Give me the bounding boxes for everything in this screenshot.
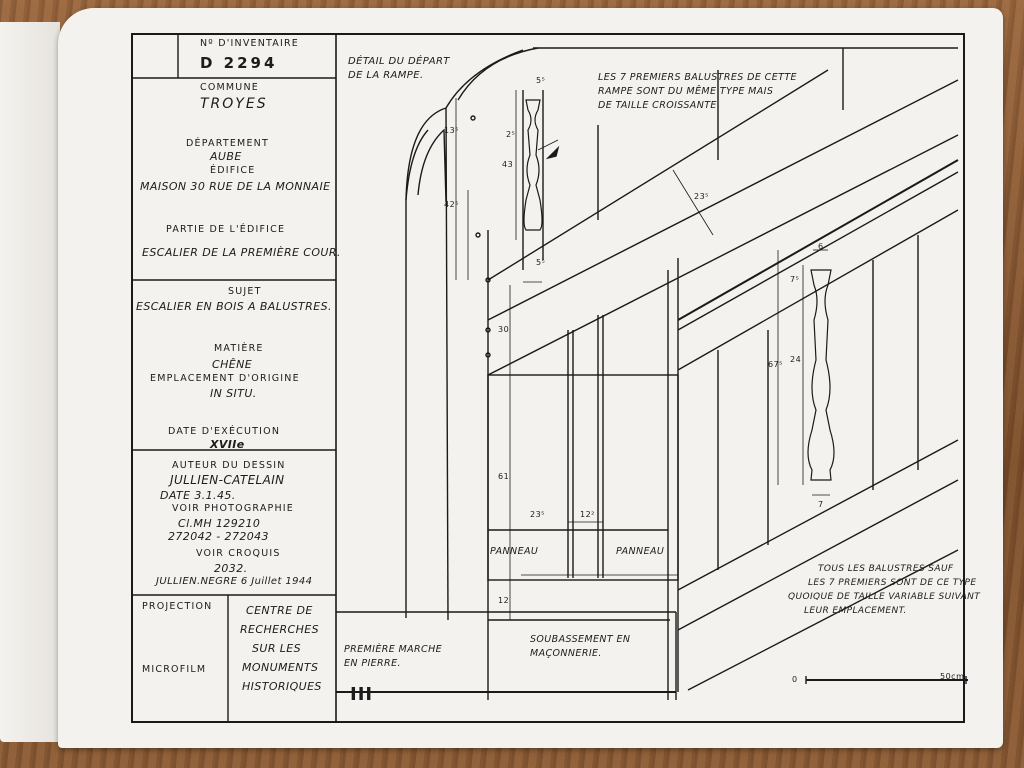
date-exec-label: DATE D'EXÉCUTION (168, 426, 281, 437)
commune-label: COMMUNE (200, 82, 259, 93)
edifice-value: MAISON 30 RUE DE LA MONNAIE (140, 180, 331, 193)
dim-5-5-bottom: 5⁵ (536, 258, 546, 267)
detail-title-2: DE LA RAMPE. (348, 70, 424, 81)
panneau-label-1: PANNEAU (490, 546, 539, 557)
technical-drawing (131, 33, 968, 723)
dim-23-5-diag: 23⁵ (694, 192, 709, 201)
departement-value: AUBE (210, 150, 242, 163)
dim-12: 12 (498, 596, 510, 605)
centre-line-3: SUR LES (252, 642, 302, 655)
dim-2-5: 2⁵ (506, 130, 516, 139)
photo-label: VOIR PHOTOGRAPHIE (172, 503, 295, 514)
sheet-number: III (350, 684, 374, 705)
departement-label: DÉPARTEMENT (186, 138, 269, 149)
note-bottom-3: QUOIQUE DE TAILLE VARIABLE SUIVANT (788, 592, 981, 602)
dessin-date: DATE 3.1.45. (160, 489, 236, 502)
date-exec-value: XVIIe (210, 438, 245, 451)
auteur-label: AUTEUR DU DESSIN (172, 460, 286, 471)
croquis-value: 2032. (214, 562, 248, 575)
auteur-value: JULLIEN-CATELAIN (170, 473, 285, 487)
centre-line-2: RECHERCHES (240, 623, 320, 636)
dim-7-5: 7⁵ (790, 275, 800, 284)
drawing-sheet: Nº D'INVENTAIRE D 2294 COMMUNE TROYES DÉ… (128, 30, 980, 726)
dim-6: 6 (818, 242, 824, 251)
emplacement-label: EMPLACEMENT D'ORIGINE (150, 373, 300, 384)
inventory-label: Nº D'INVENTAIRE (200, 38, 300, 49)
note-bottom-4: LEUR EMPLACEMENT. (804, 606, 907, 616)
microfilm-label: MICROFILM (142, 664, 207, 675)
dim-12-2: 12² (580, 510, 595, 519)
dim-7: 7 (818, 500, 824, 509)
commune-value: TROYES (200, 96, 268, 112)
sujet-value: ESCALIER EN BOIS A BALUSTRES. (136, 300, 332, 313)
signature: JULLIEN.NEGRE 6 Juillet 1944 (156, 576, 313, 587)
sujet-label: SUJET (228, 286, 262, 297)
left-page (0, 22, 60, 742)
dim-43: 43 (502, 160, 514, 169)
photo-ref-2: 272042 - 272043 (168, 530, 269, 543)
partie-value: ESCALIER DE LA PREMIÈRE COUR. (142, 246, 341, 259)
photo-ref-1: Cl.MH 129210 (178, 517, 261, 530)
scale-end: 50cm (940, 672, 965, 681)
dim-30: 30 (498, 325, 510, 334)
emplacement-value: IN SITU. (210, 387, 257, 400)
note-bottom-2: LES 7 PREMIERS SONT DE CE TYPE (808, 578, 977, 588)
centre-line-4: MONUMENTS (242, 661, 319, 674)
premiere-marche-1: PREMIÈRE MARCHE (344, 644, 443, 655)
book-page (58, 8, 1003, 748)
dim-24: 24 (790, 355, 802, 364)
dim-23-5-bottom: 23⁵ (530, 510, 545, 519)
dim-13-5: 13⁵ (444, 126, 459, 135)
centre-line-5: HISTORIQUES (242, 680, 322, 693)
projection-label: PROJECTION (142, 601, 213, 612)
matiere-value: CHÊNE (212, 358, 253, 371)
soubassement-1: SOUBASSEMENT EN (530, 634, 631, 645)
panneau-label-2: PANNEAU (616, 546, 665, 557)
premiere-marche-2: EN PIERRE. (344, 658, 401, 669)
dim-5-5-top: 5⁵ (536, 76, 546, 85)
dim-67-5: 67⁵ (768, 360, 783, 369)
partie-label: PARTIE DE L'ÉDIFICE (166, 224, 286, 235)
note-top-1: LES 7 PREMIERS BALUSTRES DE CETTE (598, 72, 797, 83)
matiere-label: MATIÈRE (214, 343, 264, 354)
detail-title-1: DÉTAIL DU DÉPART (348, 56, 450, 67)
edifice-label: ÉDIFICE (210, 165, 256, 176)
croquis-label: VOIR CROQUIS (196, 548, 281, 559)
scale-start: 0 (792, 675, 798, 684)
inventory-number: D 2294 (200, 54, 278, 72)
note-top-3: DE TAILLE CROISSANTE. (598, 100, 721, 111)
centre-line-1: CENTRE DE (246, 604, 313, 617)
note-top-2: RAMPE SONT DU MÊME TYPE MAIS (598, 86, 774, 97)
soubassement-2: MAÇONNERIE. (530, 648, 602, 659)
note-bottom-1: TOUS LES BALUSTRES SAUF (818, 564, 954, 574)
dim-61: 61 (498, 472, 510, 481)
dim-42-5: 42⁵ (444, 200, 459, 209)
